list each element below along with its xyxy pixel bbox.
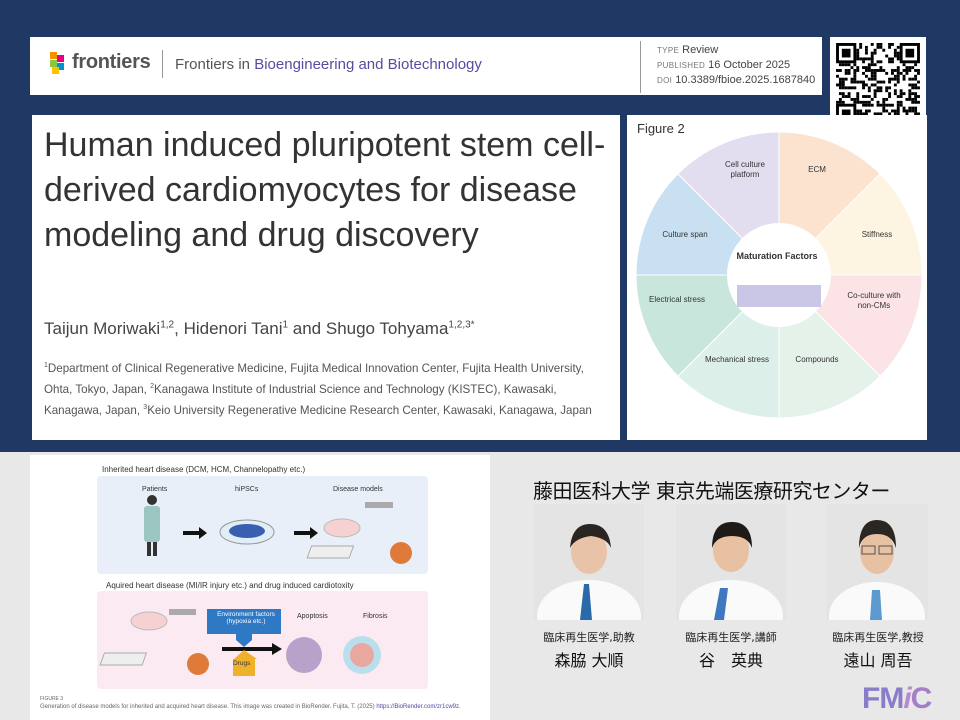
person-photo-icon <box>679 522 783 620</box>
journal-prefix: Frontiers in <box>175 56 251 73</box>
dish-icon <box>130 611 168 631</box>
published-date: 16 October 2025 <box>708 59 791 71</box>
person-name: 遠山 周吾 <box>843 651 913 670</box>
type-value: Review <box>682 44 719 56</box>
figure-3-panel: Inherited heart disease (DCM, HCM, Chann… <box>30 455 490 720</box>
organoid-icon <box>390 542 412 564</box>
divider <box>640 41 641 93</box>
label-patients: Patients <box>142 486 168 493</box>
affiliations: 1Department of Clinical Regenerative Med… <box>44 357 609 420</box>
down-arrow-icon <box>236 634 252 647</box>
caption-label: FIGURE 3 <box>40 696 64 702</box>
maturation-factors-wheel <box>635 131 923 419</box>
chip-icon <box>99 652 148 666</box>
stretch-device-icon <box>365 502 393 508</box>
article-meta: TYPE Review PUBLISHED 16 October 2025 DO… <box>657 43 815 88</box>
inherited-illustration <box>144 495 412 564</box>
sector-label: Co-culture with non-CMs <box>847 291 901 310</box>
type-label: TYPE <box>657 46 680 55</box>
author-sup: 1,2,3* <box>448 319 475 331</box>
acquired-illustration <box>99 609 381 676</box>
person-role: 臨床再生医学,講師 <box>685 631 777 644</box>
qr-code[interactable] <box>830 37 926 130</box>
affiliation: Department of Clinical Regenerative Medi… <box>44 361 584 396</box>
joiner: and <box>288 319 326 338</box>
person-photo-icon <box>829 520 925 620</box>
patient-icon <box>144 495 160 556</box>
cardiomyocyte-icon <box>737 285 821 307</box>
section-title: Aquired heart disease (MI/IR injury etc.… <box>106 581 354 590</box>
label-apoptosis: Apoptosis <box>297 613 328 620</box>
sector-label: Cell culture platform <box>724 160 765 179</box>
drugs-box <box>233 659 255 676</box>
doi-link[interactable]: 10.3389/fbioe.2025.1687840 <box>675 74 816 86</box>
label-hipscs: hiPSCs <box>235 486 259 493</box>
frontiers-logo-icon <box>50 51 66 74</box>
doi-label: DOI <box>657 76 673 85</box>
figure-2-panel: Figure 2 Cell culture platform ECM Stiff… <box>627 115 927 440</box>
frontiers-logo[interactable]: frontiers <box>50 51 151 74</box>
journal-name[interactable]: Frontiers in Bioengineering and Biotechn… <box>175 56 482 73</box>
affil-sup: 2 <box>150 382 155 390</box>
arrow-icon <box>294 527 318 539</box>
person-name: 谷 英典 <box>698 651 763 670</box>
logo-text: frontiers <box>72 51 151 73</box>
joiner: , <box>174 319 184 338</box>
sector-label: ECM <box>808 165 826 174</box>
chip-icon <box>306 545 355 559</box>
organoid-icon <box>187 653 209 675</box>
figure-title: Figure 2 <box>637 121 685 136</box>
arrow-icon <box>183 527 207 539</box>
figure-caption: FIGURE 3 Generation of disease models fo… <box>40 695 480 711</box>
biorender-link[interactable]: https://BioRender.com/zr1cw9z. <box>376 704 461 710</box>
journal-header: frontiers Frontiers in Bioengineering an… <box>30 37 822 95</box>
sector-label: Stiffness <box>861 230 893 239</box>
article-title-panel: Human induced pluripotent stem cell-deri… <box>32 115 620 440</box>
sector-label: Mechanical stress <box>704 355 770 364</box>
environment-box <box>207 609 281 634</box>
author-sup: 1 <box>282 319 289 331</box>
label-disease-models: Disease models <box>333 486 383 493</box>
fmic-logo: FMiC <box>862 682 932 715</box>
stretch-device-icon <box>169 609 196 615</box>
environment-label: Environment factors (hypoxia etc.) <box>217 611 275 625</box>
person-role: 臨床再生医学,教授 <box>832 631 924 644</box>
affiliation: Keio University Regenerative Medicine Re… <box>147 403 592 417</box>
caption-text: Generation of disease models for inherit… <box>40 704 377 710</box>
photo-tani <box>676 504 786 620</box>
center-label: Maturation Factors <box>736 251 818 261</box>
apoptosis-icon <box>286 637 322 673</box>
wheel-center <box>727 223 831 327</box>
person-name: 森脇 大順 <box>554 651 624 670</box>
drugs-label: Drugs <box>233 660 251 667</box>
photo-tohyama <box>826 504 928 620</box>
center-title: 藤田医科大学 東京先端医療研究センター <box>533 479 890 503</box>
sector-label: Compounds <box>795 355 839 364</box>
arrow-icon <box>222 643 282 655</box>
published-label: PUBLISHED <box>657 61 706 70</box>
author-name[interactable]: Shugo Tohyama <box>325 319 449 338</box>
dish-icon <box>219 519 275 545</box>
sector-label: Electrical stress <box>648 295 705 304</box>
author-sup: 1,2 <box>160 319 175 331</box>
author-name[interactable]: Taijun Moriwaki <box>44 319 161 338</box>
journal-title: Bioengineering and Biotechnology <box>254 56 482 73</box>
author-name[interactable]: Hidenori Tani <box>183 319 283 338</box>
dish-icon <box>323 518 361 538</box>
person-photo-icon <box>537 524 641 620</box>
person-role: 臨床再生医学,助教 <box>543 631 635 644</box>
affiliation: Kanagawa Institute of Industrial Science… <box>44 382 557 417</box>
author-list: Taijun Moriwaki1,2, Hidenori Tani1 and S… <box>44 319 475 339</box>
divider <box>162 50 163 78</box>
section-title: Inherited heart disease (DCM, HCM, Chann… <box>102 465 306 474</box>
label-fibrosis: Fibrosis <box>363 613 388 620</box>
qr-code-icon <box>836 43 920 124</box>
photo-moriwaki <box>534 504 644 620</box>
sector-label: Culture span <box>662 230 708 239</box>
article-title: Human induced pluripotent stem cell-deri… <box>44 126 606 254</box>
affil-sup: 3 <box>143 403 148 411</box>
affil-sup: 1 <box>44 362 48 369</box>
